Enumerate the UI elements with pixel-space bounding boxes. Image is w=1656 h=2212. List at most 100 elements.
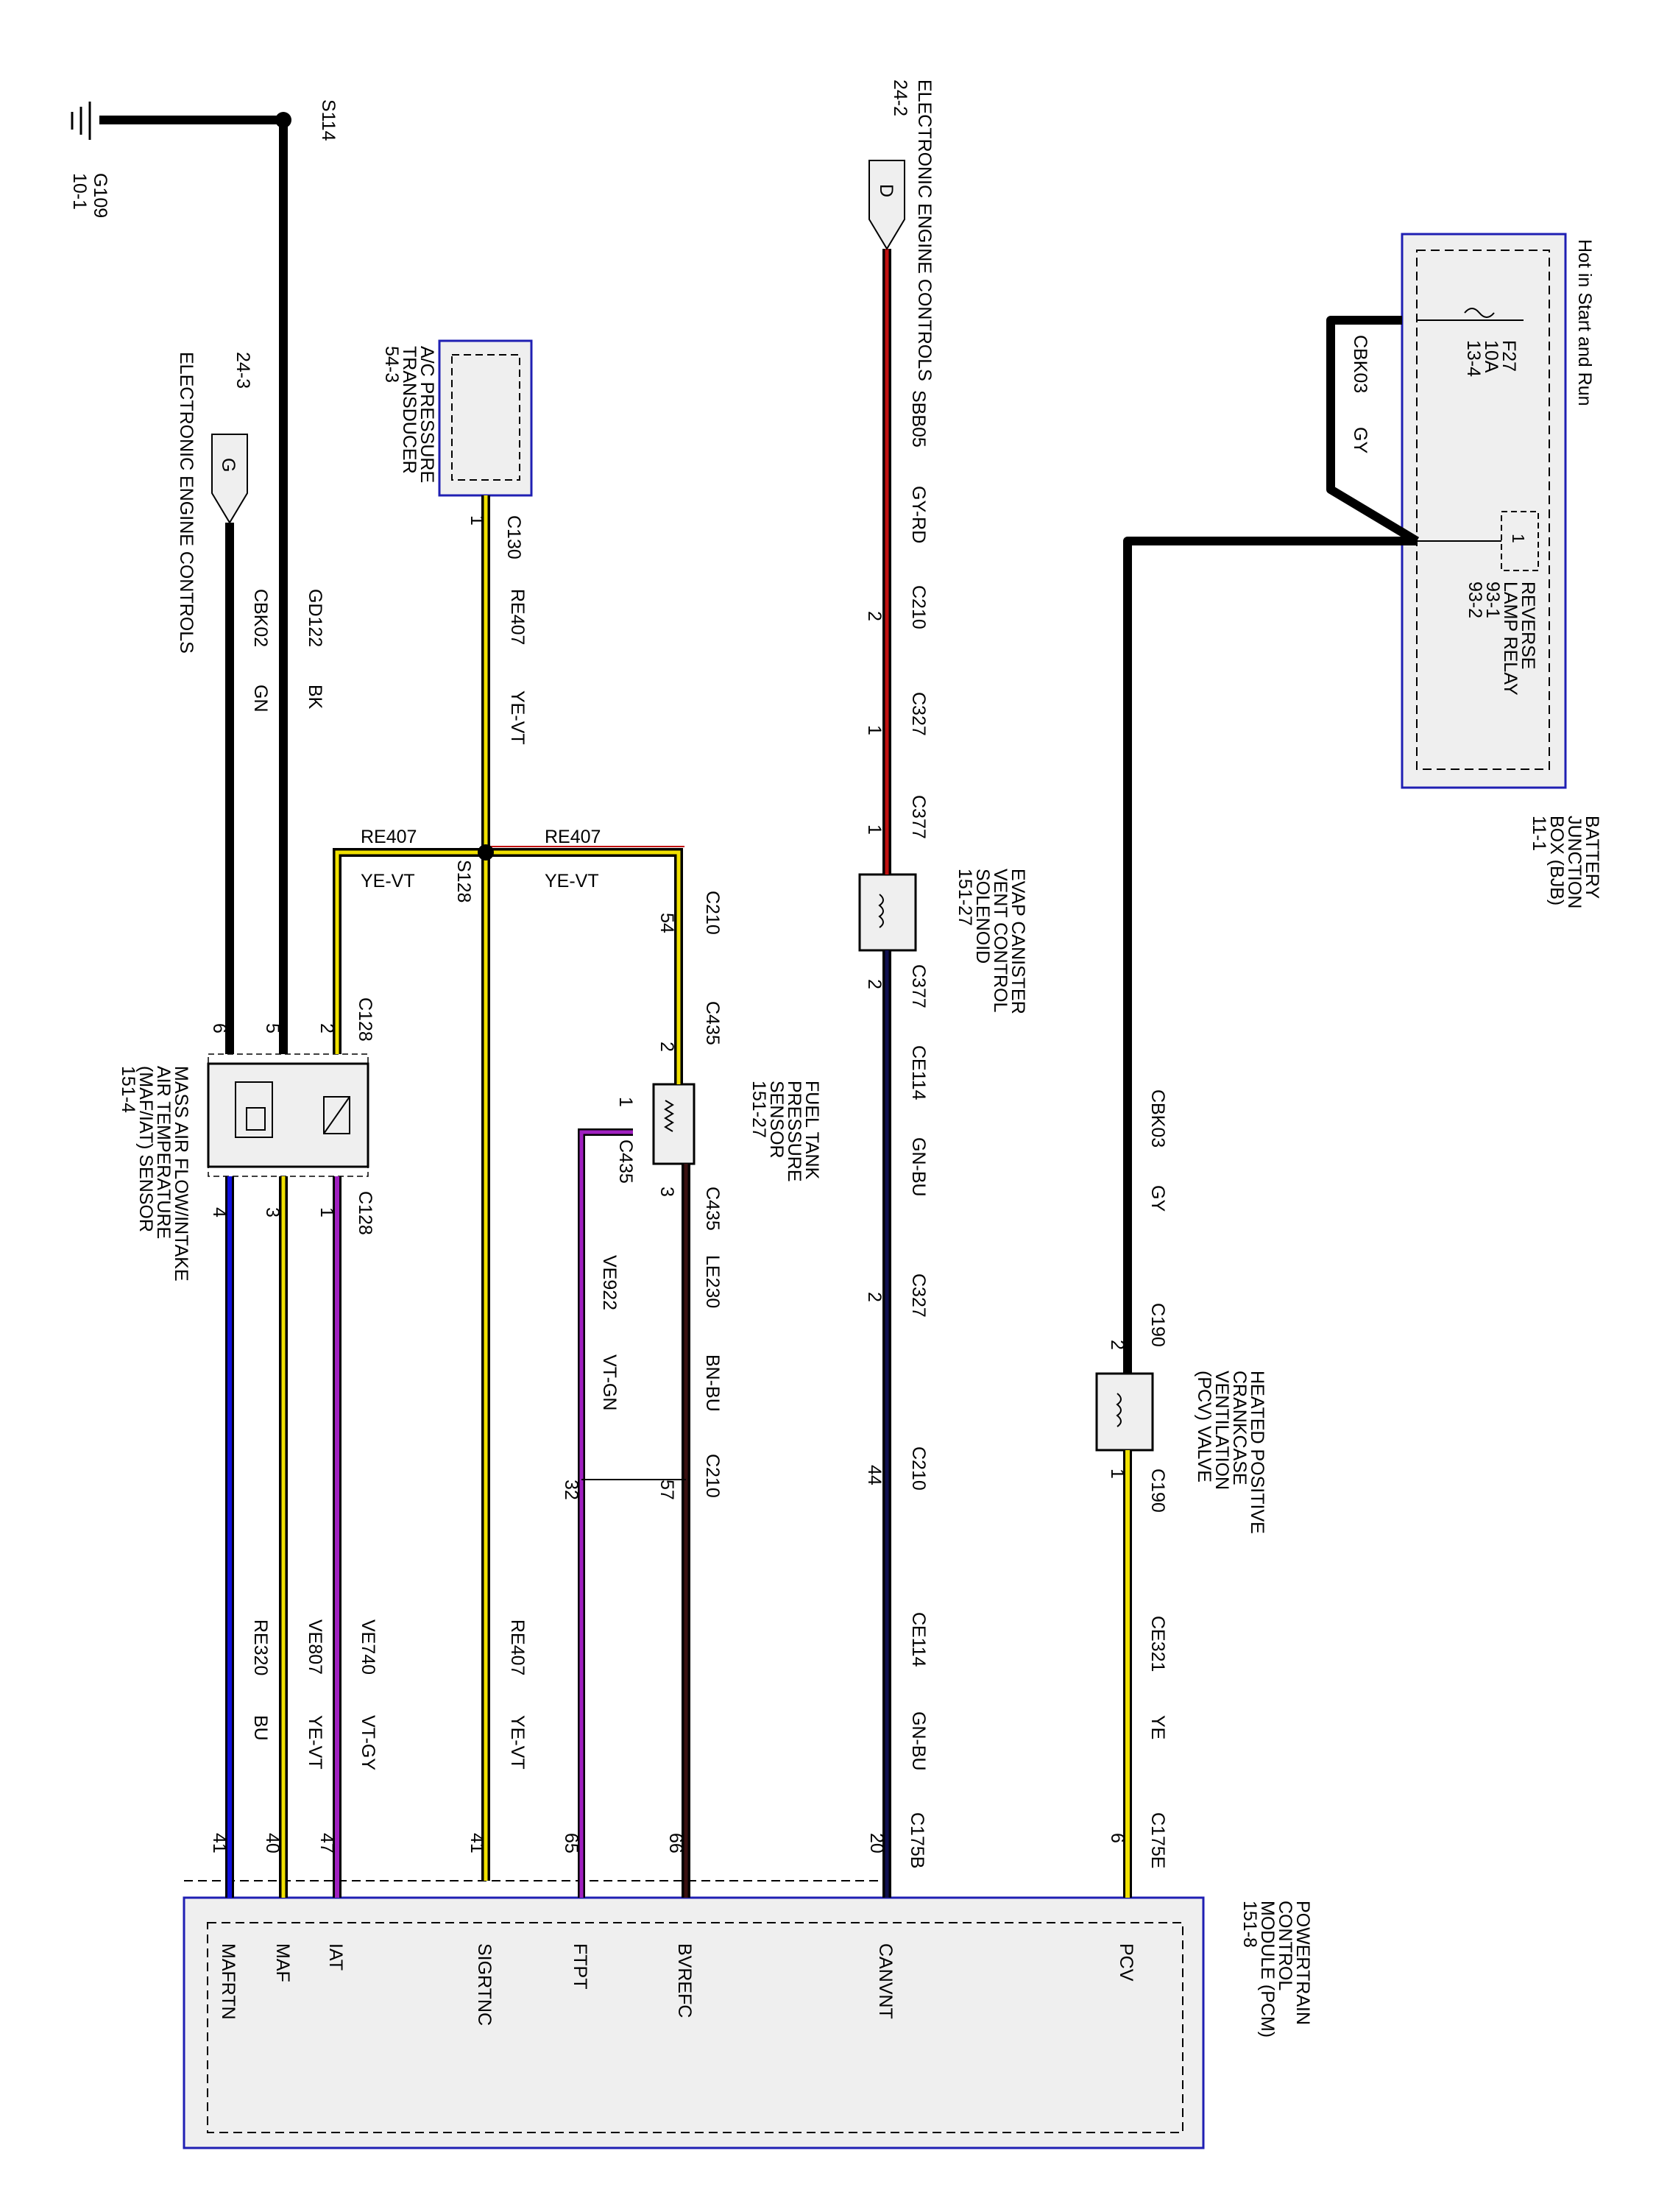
wire-ve922 — [578, 1128, 686, 1898]
gd122-color: BK — [305, 685, 325, 710]
pcm-pin-sigrtnc: SIGRTNC — [474, 1943, 495, 2026]
maf-pin-5: 5 — [262, 1023, 283, 1033]
re320-color: BU — [250, 1715, 271, 1741]
pin-c327-top: 1 — [864, 725, 885, 735]
maf-pin-1: 1 — [316, 1207, 337, 1218]
bjb-line-3: BOX (BJB) — [1546, 816, 1567, 905]
re407-top-color: YE-VT — [507, 690, 528, 745]
pcv-line-1: HEATED POSITIVE — [1247, 1371, 1267, 1534]
bjb-relay-3: 93-1 — [1482, 582, 1503, 618]
connector-d-ref: 24-2 — [890, 79, 910, 116]
connector-g-letter: G — [218, 458, 238, 472]
maf-sensor-box — [207, 1053, 369, 1177]
re407-right-color: YE-VT — [545, 871, 599, 891]
ve740-color: VT-GY — [358, 1715, 378, 1770]
pin-fuel-1: 1 — [615, 1097, 636, 1107]
le230-circuit: LE230 — [702, 1255, 723, 1308]
bjb-relay-pin: 1 — [1509, 534, 1528, 543]
connector-g-ref: 24-3 — [233, 352, 253, 389]
bjb-relay-2: LAMP RELAY — [1500, 582, 1521, 696]
wire-re407 — [333, 495, 684, 1881]
pcm-pin-maf: MAF — [272, 1943, 293, 1982]
pin-57: 57 — [657, 1480, 677, 1500]
pin-c210-bot: 44 — [864, 1465, 885, 1485]
ac-pin: 1 — [467, 515, 487, 526]
maf-pin-6: 6 — [209, 1023, 230, 1033]
c175e-label: C175E — [1147, 1812, 1168, 1868]
c210-top-fuel: C210 — [702, 891, 723, 935]
bjb-relay-icon — [1417, 511, 1539, 571]
c435-side-label: C435 — [615, 1139, 636, 1184]
pcm-pin-canvnt: CANVNT — [875, 1943, 896, 2019]
pcm-line-1: POWERTRAIN — [1292, 1901, 1313, 2025]
ce321-circuit: CE321 — [1147, 1616, 1168, 1672]
ce114-top-circuit: CE114 — [908, 1045, 929, 1100]
bjb-fuse-icon — [1417, 308, 1524, 321]
c210-top-label: C210 — [908, 585, 929, 629]
pin-c435-in: 2 — [657, 1042, 677, 1052]
pcm-line-3: MODULE (PCM) — [1257, 1901, 1278, 2038]
ac-line-2: TRANSDUCER — [399, 346, 420, 474]
pcv-valve-box — [1095, 1372, 1154, 1452]
pin-c435-out: 3 — [657, 1187, 677, 1197]
c377-in-label: C377 — [908, 795, 929, 839]
c327-top-label: C327 — [908, 692, 929, 736]
connector-d-label: ELECTRONIC ENGINE CONTROLS — [914, 79, 935, 381]
pin-c327-bot: 2 — [864, 1292, 885, 1302]
re407-bottom-color: YE-VT — [507, 1715, 528, 1770]
evap-line-4: 151-27 — [955, 869, 975, 926]
ce114-bot-color: GN-BU — [908, 1711, 929, 1771]
bjb-line-1: BATTERY — [1582, 816, 1602, 899]
pin-evap-2: 2 — [864, 979, 885, 989]
c327-bot-label: C327 — [908, 1273, 929, 1318]
maf-conn-bottom: C128 — [355, 1191, 375, 1235]
sbb05-circuit: SBB05 — [908, 390, 929, 448]
bjb-fuse-2: 10A — [1481, 340, 1501, 373]
bjb-relay-4: 93-2 — [1465, 582, 1485, 618]
ac-line-1: A/C PRESSURE — [417, 346, 437, 483]
cbk03-upper-circuit: CBK03 — [1350, 335, 1370, 393]
pcm-pin-66: 66 — [665, 1833, 686, 1854]
connector-g-label: ELECTRONIC ENGINE CONTROLS — [176, 352, 197, 654]
maf-pin-3: 3 — [262, 1207, 283, 1218]
fuel-line-4: 151-27 — [749, 1081, 769, 1138]
cbk03-upper-color: GY — [1350, 427, 1370, 453]
pcm-pin-bvrefc: BVREFC — [674, 1943, 695, 2018]
bjb-relay-1: REVERSE — [1518, 582, 1538, 669]
cbk02-color: GN — [250, 685, 271, 713]
pcm-pin-6: 6 — [1107, 1833, 1128, 1843]
wire-cbk03 — [1123, 316, 1420, 1374]
ve922-circuit: VE922 — [599, 1255, 620, 1310]
c175b-label: C175B — [907, 1812, 927, 1868]
pin-32: 32 — [561, 1480, 581, 1500]
bjb-hot-text: Hot in Start and Run — [1574, 239, 1595, 406]
gd122-circuit: GD122 — [305, 589, 325, 647]
ac-conn: C130 — [503, 515, 524, 559]
bjb-box — [1401, 233, 1567, 789]
bjb-fuse-3: 13-4 — [1463, 340, 1484, 377]
cbk03-lower-color: GY — [1147, 1185, 1168, 1212]
c190-bot-label: C190 — [1147, 1469, 1168, 1513]
cbk02-circuit: CBK02 — [250, 589, 271, 647]
pcm-line-4: 151-8 — [1239, 1901, 1260, 1948]
connector-g-icon — [211, 434, 248, 524]
maf-line-3: (MAF/IAT) SENSOR — [135, 1066, 156, 1232]
connector-d-letter: D — [876, 184, 896, 197]
pin-54: 54 — [657, 913, 677, 933]
pcv-line-2: CRANKCASE — [1229, 1371, 1250, 1485]
fuel-line-2: PRESSURE — [784, 1081, 804, 1182]
c210-lower-label: C210 — [702, 1454, 723, 1498]
pcm-pin-40: 40 — [262, 1833, 283, 1854]
le230-color: BN-BU — [702, 1354, 723, 1412]
c190-top-label: C190 — [1147, 1303, 1168, 1347]
maf-conn-top: C128 — [355, 997, 375, 1042]
bjb-line-4: 11-1 — [1529, 816, 1549, 851]
ground-wire — [71, 102, 291, 140]
evap-line-1: EVAP CANISTER — [1008, 869, 1028, 1014]
maf-line-2: AIR TEMPERATURE — [153, 1066, 174, 1239]
ac-transducer-box — [438, 339, 533, 497]
ve807-color: YE-VT — [305, 1715, 325, 1770]
pcm-pin-65: 65 — [561, 1833, 581, 1854]
